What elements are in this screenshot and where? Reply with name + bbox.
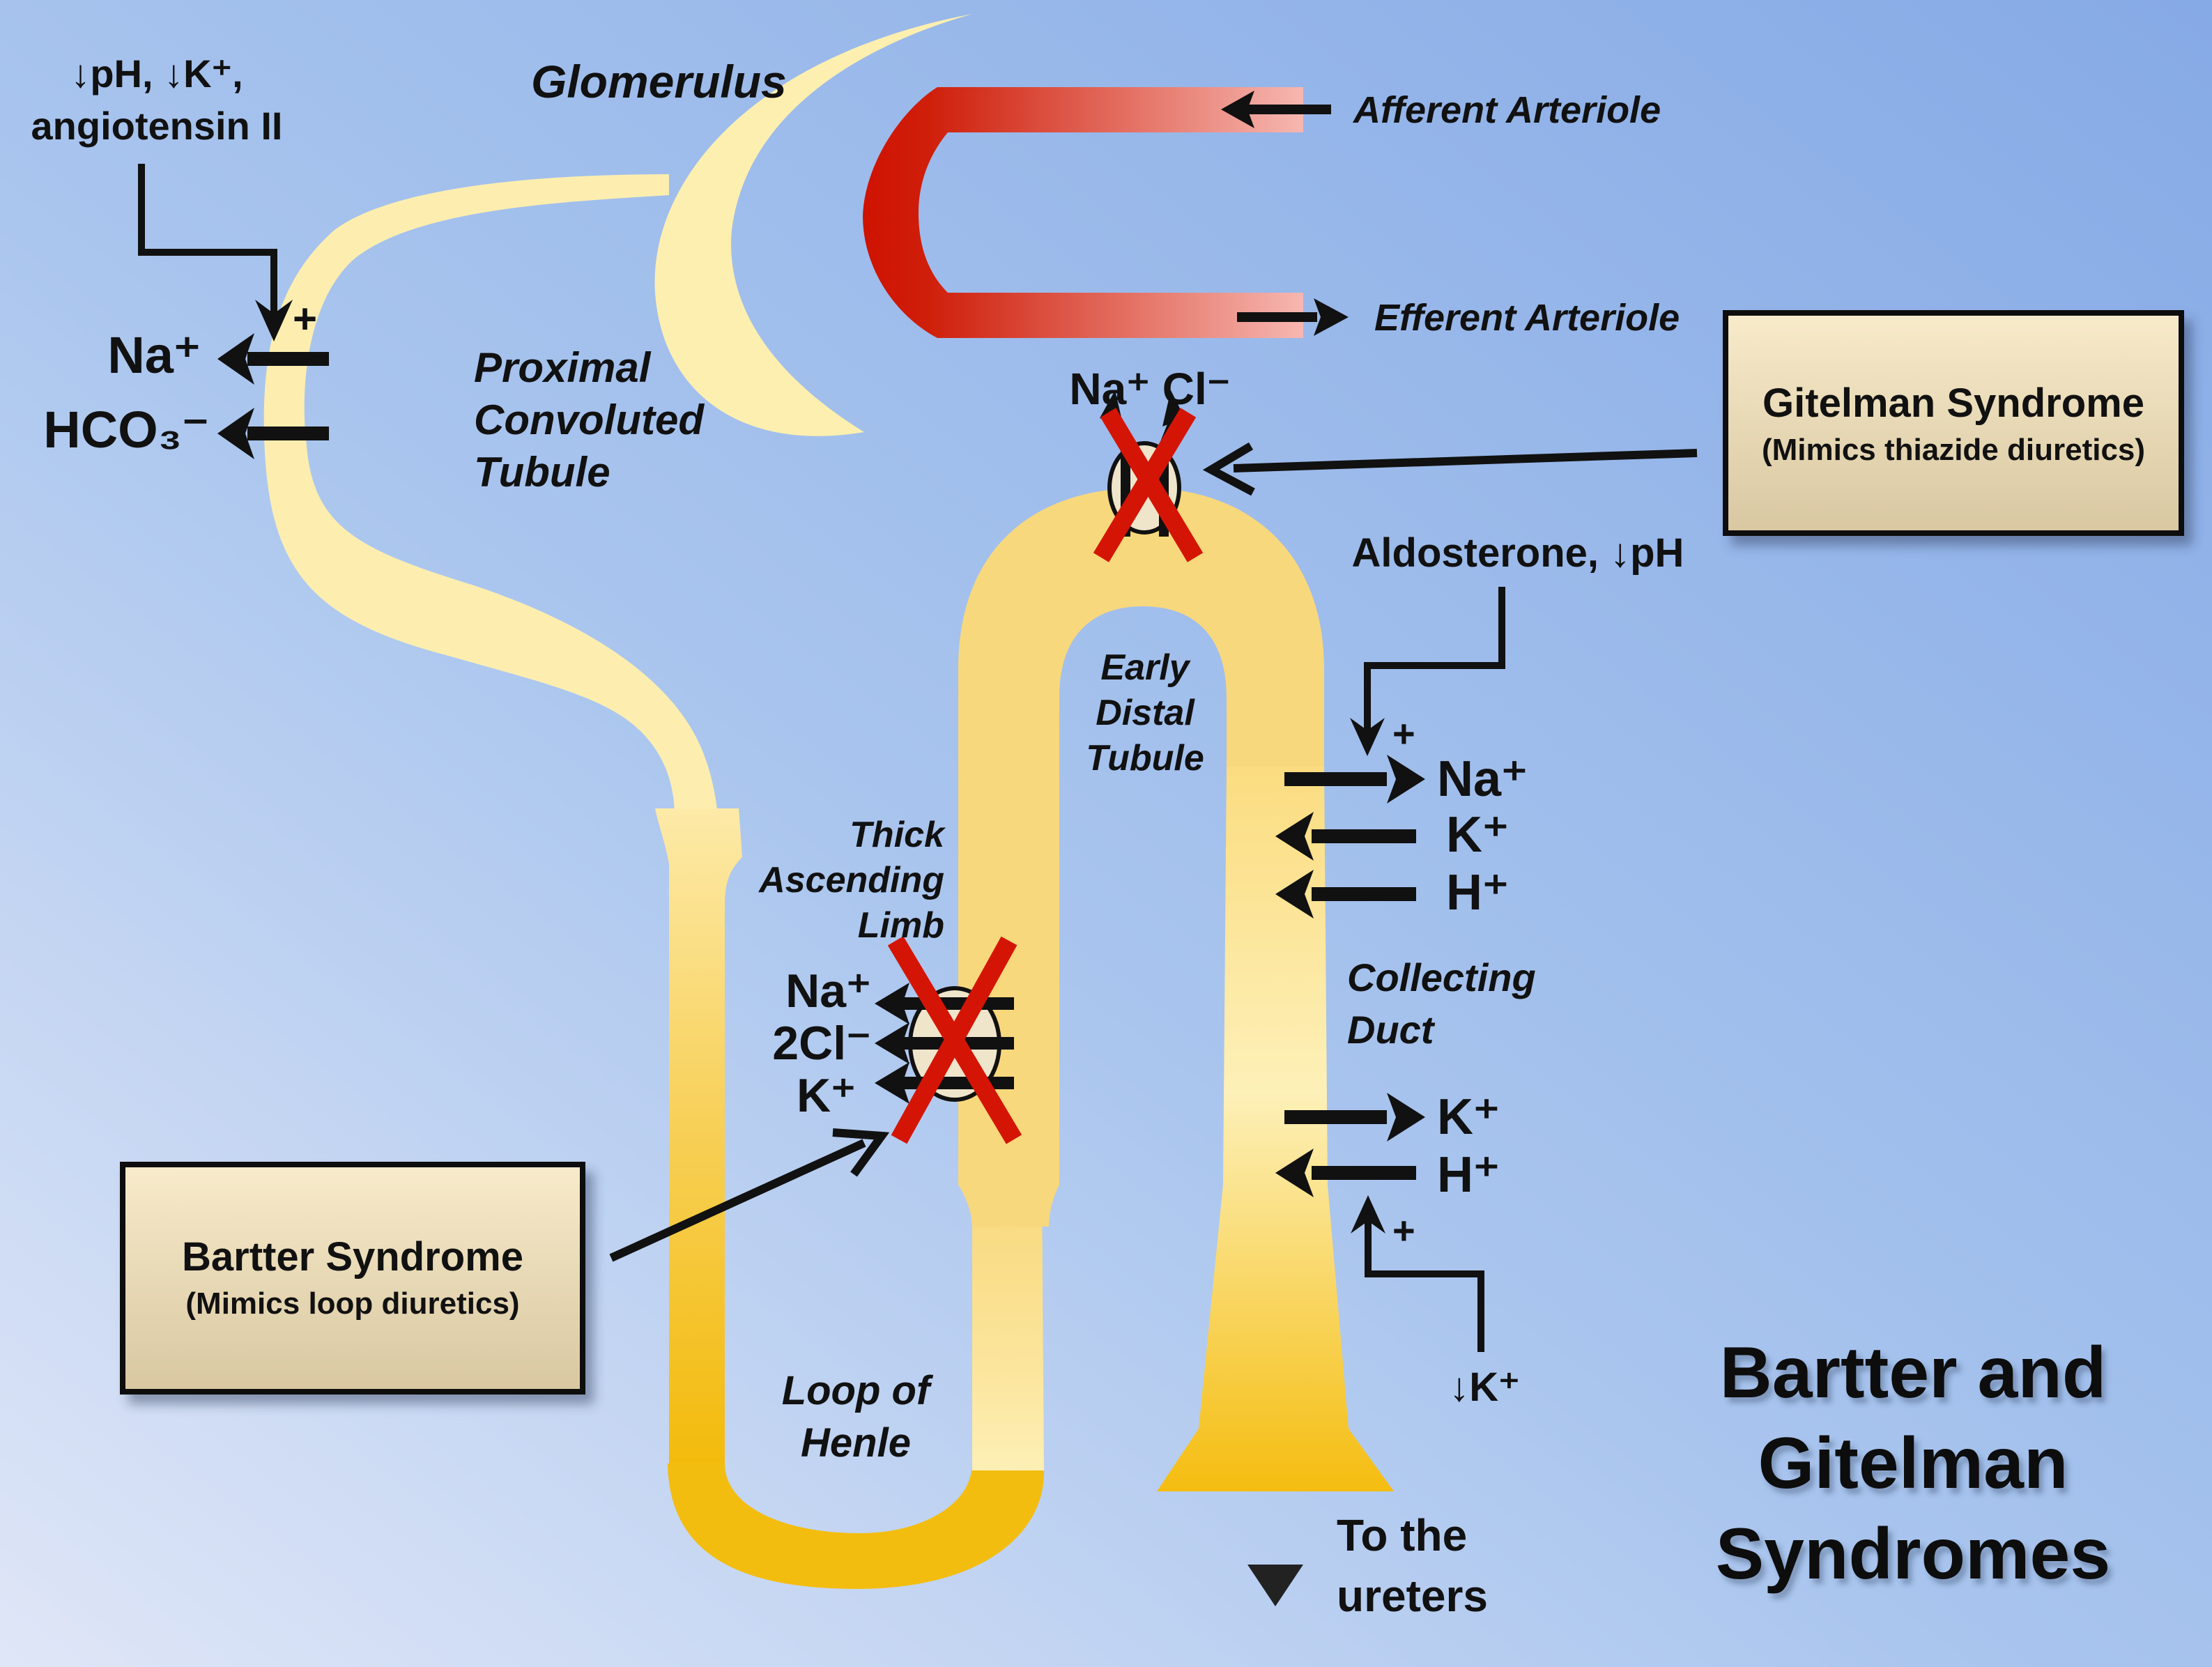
arteriole-labels: Afferent Arteriole Efferent Arteriole [1221, 89, 1680, 339]
bartter-title: Bartter Syndrome [182, 1234, 523, 1280]
efferent-arteriole-label: Efferent Arteriole [1374, 297, 1680, 339]
pct-label: Proximal Convoluted Tubule [474, 344, 705, 496]
title-line1: Bartter and [1720, 1332, 2107, 1413]
descending-limb [655, 808, 742, 1464]
ureters-label-line2: ureters [1337, 1571, 1488, 1621]
svg-text:Tubule: Tubule [474, 449, 610, 496]
pct-regulation: ↓pH, ↓K⁺, angiotensin II + Na⁺ HCO₃⁻ [31, 52, 329, 459]
dct-nacl-transporter: Na⁺ Cl⁻ [1069, 364, 1231, 562]
collecting-duct-lower-regulation: K⁺ H⁺ + ↓K⁺ [1275, 1089, 1520, 1410]
bartter-box [120, 1162, 585, 1395]
svg-text:Distal: Distal [1096, 693, 1195, 733]
afferent-arteriole-label: Afferent Arteriole [1352, 89, 1661, 131]
svg-text:Loop of: Loop of [782, 1368, 934, 1413]
bowman-capsule [654, 14, 972, 436]
cd-lower-plus: + [1392, 1208, 1415, 1252]
gitelman-box [1723, 310, 2184, 536]
svg-text:Thick: Thick [850, 815, 946, 855]
pct-plus-sign: + [293, 295, 317, 342]
pct-ion-hco3: HCO₃⁻ [43, 401, 209, 459]
loop-of-henle-label: Loop of Henle [782, 1368, 934, 1466]
ureters-label-line1: To the [1337, 1510, 1467, 1560]
tal-nkcc2-transporter: Na⁺ 2Cl⁻ K⁺ [772, 936, 1022, 1144]
cd-lower-ion-h: H⁺ [1437, 1147, 1500, 1203]
bartter-block-x [887, 936, 1022, 1144]
pct-stimuli-line1: ↓pH, ↓K⁺, [70, 52, 243, 95]
glomerulus-label: Glomerulus [531, 56, 787, 107]
gitelman-subtitle: (Mimics thiazide diuretics) [1762, 433, 2145, 467]
svg-text:Henle: Henle [801, 1420, 911, 1466]
ureter-arrow: To the ureters [1247, 1176, 1488, 1621]
svg-text:Tubule: Tubule [1086, 738, 1204, 778]
collecting-duct-tube [1157, 767, 1394, 1491]
loop-of-henle-bend [668, 1464, 1045, 1589]
nephron-tubule [263, 14, 1394, 1589]
pct-stimuli-line2: angiotensin II [31, 104, 283, 148]
cd-lower-ion-k: K⁺ [1437, 1089, 1500, 1145]
early-distal-tubule-label: Early Distal Tubule [1086, 647, 1204, 778]
svg-text:Ascending: Ascending [758, 860, 944, 900]
gitelman-block-x [1093, 408, 1204, 562]
pct-ion-na: Na⁺ [107, 326, 201, 384]
tal-ion-cl: 2Cl⁻ [772, 1017, 871, 1070]
thick-ascending-limb [958, 488, 1324, 1227]
bartter-callout: Bartter Syndrome (Mimics loop diuretics) [120, 1128, 890, 1395]
cd-upper-ion-na: Na⁺ [1437, 751, 1528, 807]
tal-ion-na: Na⁺ [785, 965, 871, 1017]
svg-text:Collecting: Collecting [1347, 955, 1536, 999]
cd-upper-ion-h: H⁺ [1446, 865, 1509, 921]
svg-text:Duct: Duct [1347, 1008, 1436, 1052]
svg-text:Convoluted: Convoluted [474, 397, 705, 443]
cd-lower-stimuli: ↓K⁺ [1449, 1365, 1520, 1410]
collecting-duct-label: Collecting Duct [1347, 955, 1536, 1052]
collecting-duct-upper-regulation: Aldosterone, ↓pH + Na⁺ K⁺ H⁺ [1275, 530, 1684, 921]
thick-ascending-limb-label: Thick Ascending Limb [758, 815, 946, 946]
gitelman-callout: Gitelman Syndrome (Mimics thiazide diure… [1202, 310, 2184, 536]
svg-text:Proximal: Proximal [474, 344, 652, 391]
tal-ion-k: K⁺ [797, 1069, 856, 1122]
dct-ion-label: Na⁺ Cl⁻ [1069, 364, 1230, 414]
ascending-limb-thin [972, 1185, 1044, 1470]
cd-upper-plus: + [1392, 712, 1415, 755]
svg-text:Early: Early [1100, 647, 1191, 688]
svg-text:Limb: Limb [858, 905, 944, 946]
gitelman-title: Gitelman Syndrome [1762, 381, 2144, 426]
cd-upper-stimuli: Aldosterone, ↓pH [1352, 530, 1684, 576]
bartter-subtitle: (Mimics loop diuretics) [185, 1286, 519, 1321]
title-line2: Gitelman [1758, 1423, 2068, 1504]
title-line3: Syndromes [1716, 1514, 2110, 1595]
slide-title: Bartter and Gitelman Syndromes [1716, 1332, 2110, 1595]
cd-upper-ion-k: K⁺ [1446, 807, 1509, 863]
